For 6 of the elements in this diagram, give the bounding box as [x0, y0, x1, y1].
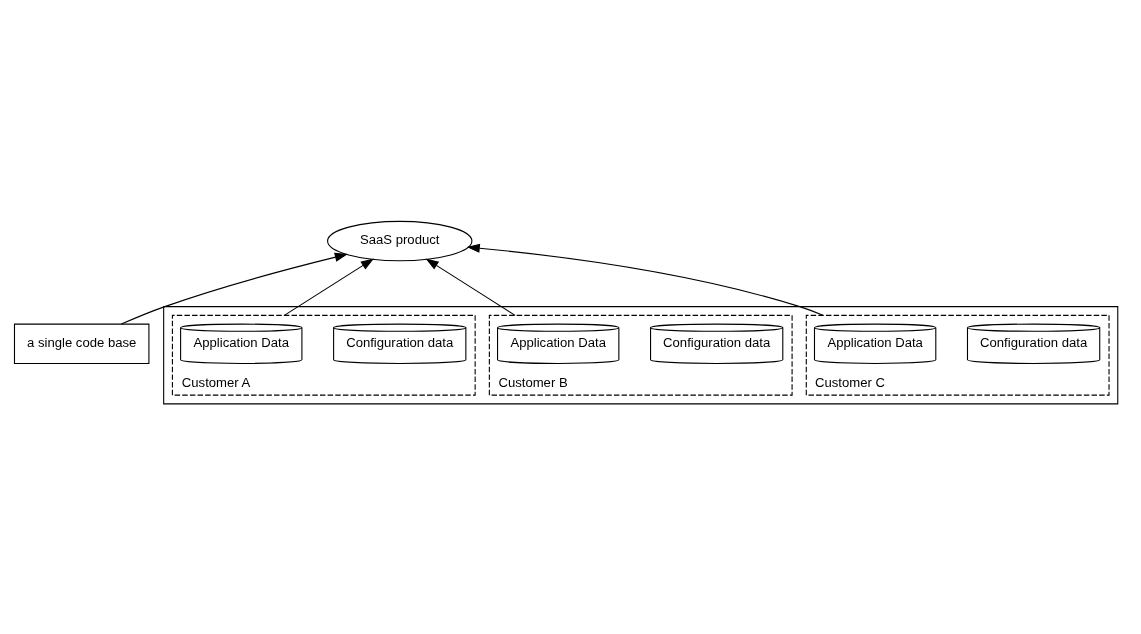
cluster [163, 306, 1119, 405]
arrow [466, 243, 824, 316]
arrow [120, 252, 348, 325]
arrow [283, 258, 374, 316]
node-box: a single code base [13, 323, 150, 364]
arrow [425, 258, 516, 316]
